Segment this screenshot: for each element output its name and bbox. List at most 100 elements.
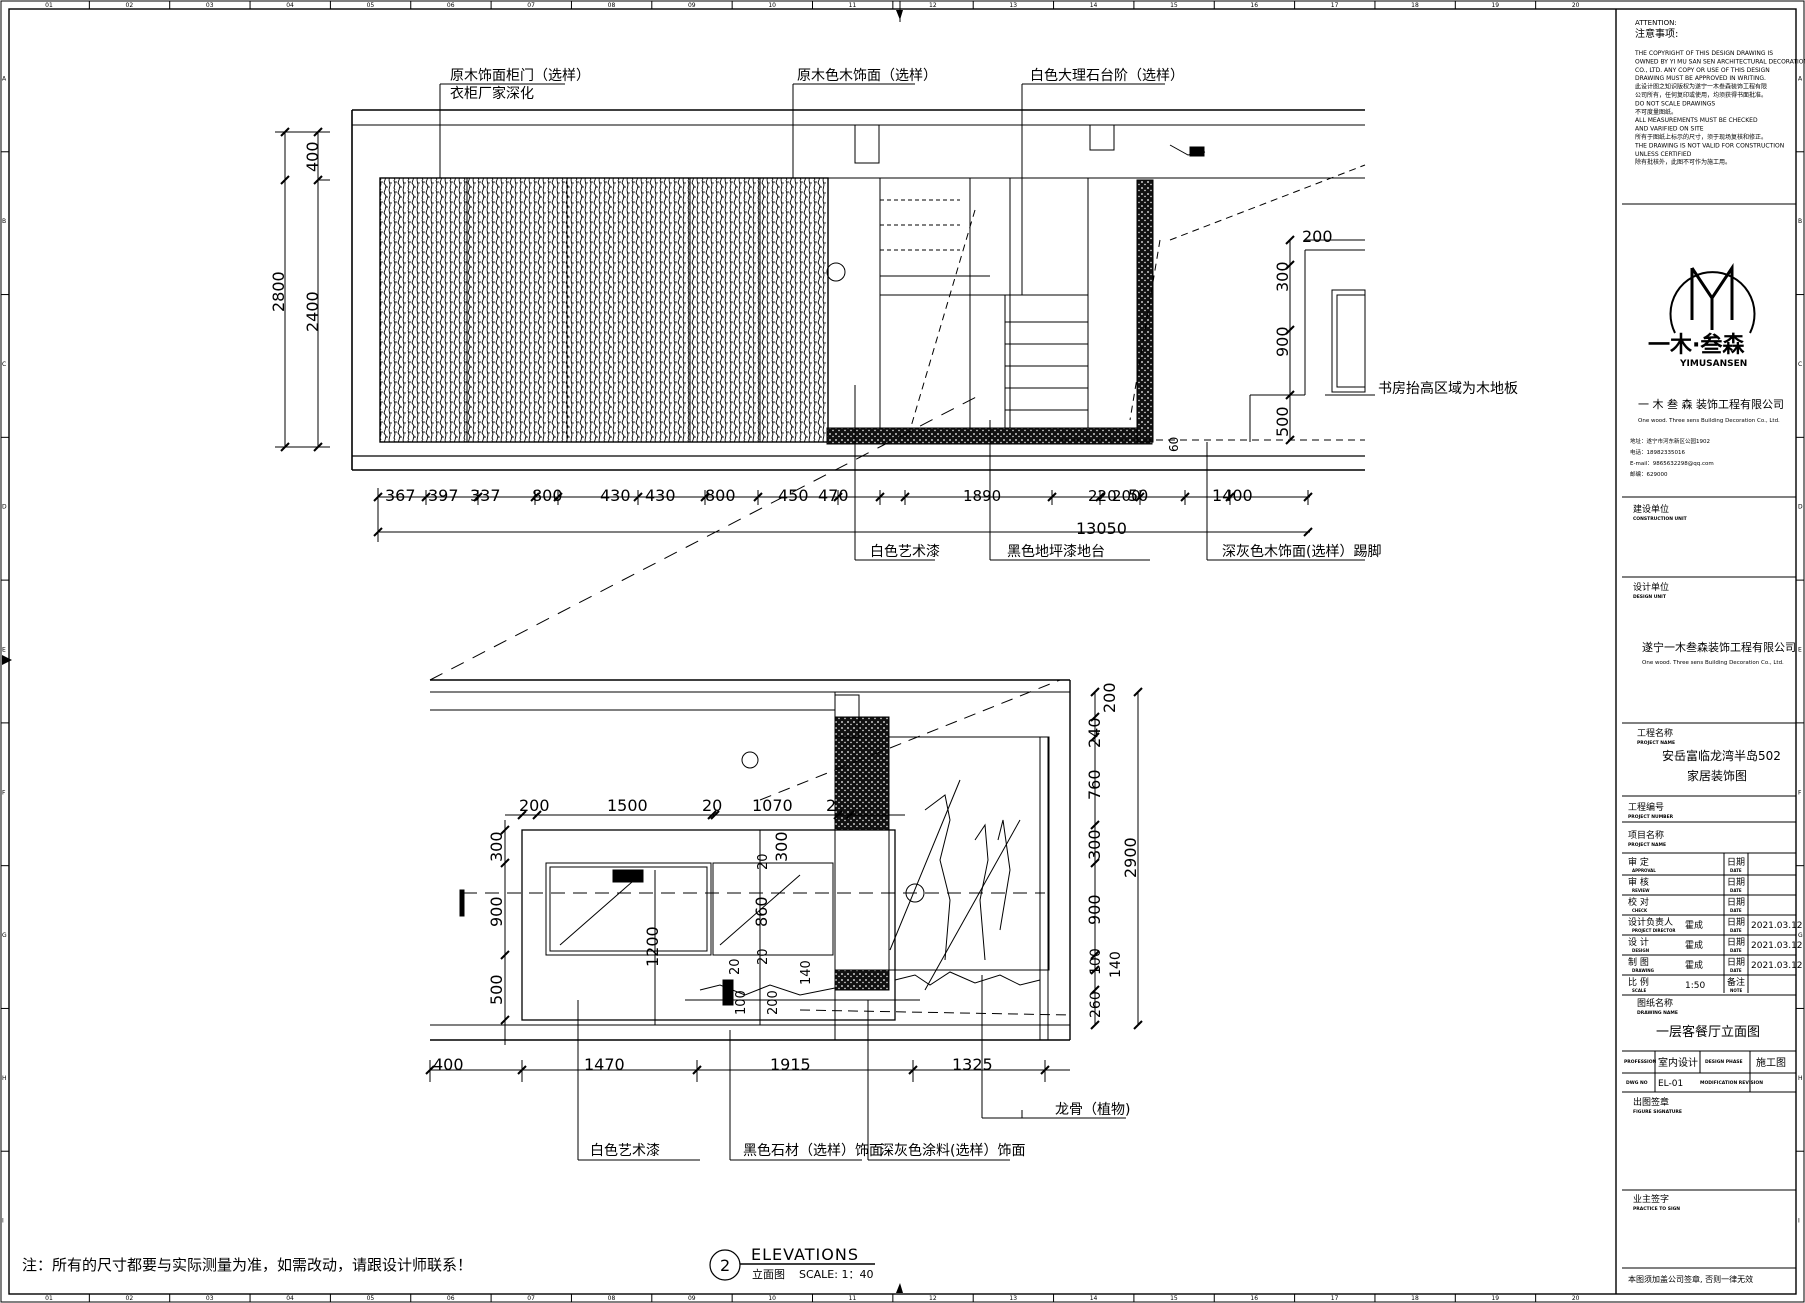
dim-tick — [1285, 435, 1295, 445]
dim-right-1: 200 — [1302, 227, 1333, 246]
attention-note-line: 不可度量图纸。 — [1635, 108, 1677, 116]
grid-column-markers: 0101020203030404050506060707080809091010… — [45, 1, 1580, 1302]
dim-bottom-value: 470 — [818, 486, 849, 505]
attention-en: ATTENTION: — [1635, 19, 1677, 27]
signoff-role: 校 对 — [1628, 896, 1649, 908]
general-note: 注：所有的尺寸都要与实际测量为准，如需改动，请跟设计师联系！ — [22, 1256, 472, 1274]
grid-column-label: 06 — [447, 2, 455, 9]
grid-column-label: 13 — [1009, 1295, 1017, 1302]
grid-row-label: E — [1798, 647, 1802, 654]
attention-note-line: OWNED BY YI MU SAN SEN ARCHITECTURAL DEC… — [1635, 58, 1805, 65]
dim-left-l2: 900 — [487, 896, 506, 927]
grid-row-label: C — [2, 361, 6, 368]
grid-row-label: D — [2, 504, 7, 511]
dim-tick — [280, 127, 290, 137]
signoff-date-label: 日期 — [1727, 897, 1745, 908]
grid-row-label: G — [1798, 932, 1803, 939]
grid-row-label: D — [1798, 504, 1803, 511]
grid-column-label: 15 — [1170, 1295, 1178, 1302]
attention-note-line: DRAWING MUST BE APPROVED IN WRITING. — [1635, 75, 1766, 82]
attention-note-line: THE COPYRIGHT OF THIS DESIGN DRAWING IS — [1634, 50, 1773, 57]
dim-tick — [517, 810, 527, 820]
drawing-number: 2 — [720, 1256, 730, 1275]
dim-right-r6: 100 — [1088, 948, 1104, 975]
lower-elevation — [430, 679, 1139, 1161]
dim-bottom-value: 430 — [600, 486, 631, 505]
dim-tick — [1133, 687, 1143, 697]
grid-column-label: 17 — [1331, 1295, 1339, 1302]
grid-row-label: I — [2, 1218, 4, 1225]
label-art-paint-upper: 白色艺术漆 — [870, 543, 940, 560]
signoff-role: 设 计 — [1628, 936, 1649, 948]
design-phase-en: DESIGN PHASE — [1705, 1059, 1743, 1065]
dim-left-main: 2400 — [303, 291, 322, 332]
grid-row-label: A — [1798, 75, 1803, 82]
upper-elevation — [275, 83, 1375, 681]
tv-cabinet-box — [521, 829, 896, 1021]
grid-column-label: 09 — [688, 2, 696, 9]
design-unit-cn: 设计单位 — [1633, 581, 1669, 593]
dim-tick — [1090, 712, 1100, 722]
logo-arc — [1669, 271, 1756, 334]
contact-line: 邮编：629000 — [1630, 470, 1668, 478]
attention-note-line: AND VARIFIED ON SITE — [1635, 126, 1704, 133]
dim-bottom-value: 800 — [705, 486, 736, 505]
dwg-no: EL-01 — [1658, 1079, 1683, 1089]
design-unit-en: DESIGN UNIT — [1633, 594, 1667, 600]
figure-sign-en: FIGURE SIGNATURE — [1633, 1109, 1682, 1115]
stamp-note: 本图须加盖公司签章, 否则一律无效 — [1628, 1274, 1753, 1284]
dim-top-2: 1500 — [607, 796, 648, 815]
company-cn: 一 木 叁 森 装饰工程有限公司 — [1638, 397, 1784, 411]
drawing-subtitle: 立面图 SCALE: 1：40 — [752, 1267, 873, 1281]
dim-tick — [1090, 820, 1100, 830]
dim-inner-1: 1200 — [643, 926, 662, 967]
dim-tick — [1090, 1020, 1100, 1030]
title-block-frame — [1622, 203, 1796, 1269]
signoff-role-en: DRAWING — [1632, 968, 1654, 973]
dim-tick — [1090, 732, 1100, 742]
dim-inner-9: 100 — [734, 990, 749, 1015]
grid-column-label: 10 — [768, 1295, 776, 1302]
figure-sign-cn: 出图签章 — [1633, 1096, 1669, 1108]
dim-tick — [1090, 687, 1100, 697]
grid-row-label: C — [1798, 361, 1802, 368]
dim-bottom-value: 430 — [645, 486, 676, 505]
grid-row-label: A — [2, 75, 7, 82]
dim-total-upper: 13050 — [1076, 519, 1127, 538]
dim-right-2: 300 — [1273, 261, 1292, 292]
signoff-date-label: 日期 — [1727, 937, 1745, 948]
grid-column-label: 20 — [1572, 2, 1580, 9]
construction-unit-cn: 建设单位 — [1633, 503, 1669, 515]
label-study-floor: 书房抬高区域为木地板 — [1378, 380, 1518, 397]
dim-right-r3: 760 — [1085, 769, 1104, 800]
grid-column-label: 05 — [367, 2, 375, 9]
dim-tick — [500, 950, 510, 960]
item-name-cn: 项目名称 — [1628, 829, 1664, 841]
grid-column-label: 07 — [527, 2, 535, 9]
signoff-date: 2021.03.12 — [1751, 941, 1803, 951]
dim-inner-8: 200 — [766, 990, 781, 1015]
company-en: One wood. Three sens Building Decoration… — [1638, 418, 1780, 424]
dim-tick — [1285, 390, 1295, 400]
grid-column-label: 11 — [849, 2, 857, 9]
contact-line: 地址：遂宁市河东新区公园1902 — [1630, 437, 1710, 445]
company-contact: 地址：遂宁市河东新区公园1902电话：18982335016E-mail：986… — [1630, 437, 1714, 478]
dim-tick — [313, 127, 323, 137]
grid-column-label: 14 — [1090, 2, 1098, 9]
signoff-role-en: DESIGN — [1632, 948, 1649, 953]
dim-inner-7: 140 — [799, 960, 814, 985]
dim-tick — [500, 1015, 510, 1025]
label-marble-step: 白色大理石台阶（选样） — [1030, 67, 1184, 84]
grid-column-label: 13 — [1009, 2, 1017, 9]
grid-column-label: 19 — [1491, 2, 1499, 9]
grid-row-label: B — [1798, 218, 1802, 225]
dim-tick — [500, 825, 510, 835]
label-plant: 龙骨（植物) — [1055, 1102, 1130, 1118]
dwg-no-en: DWG NO — [1626, 1080, 1648, 1086]
signoff-role-en: CHECK — [1632, 908, 1648, 913]
dim-top-5: 2 — [826, 796, 836, 815]
dim-inner-3: 300 — [772, 831, 791, 862]
